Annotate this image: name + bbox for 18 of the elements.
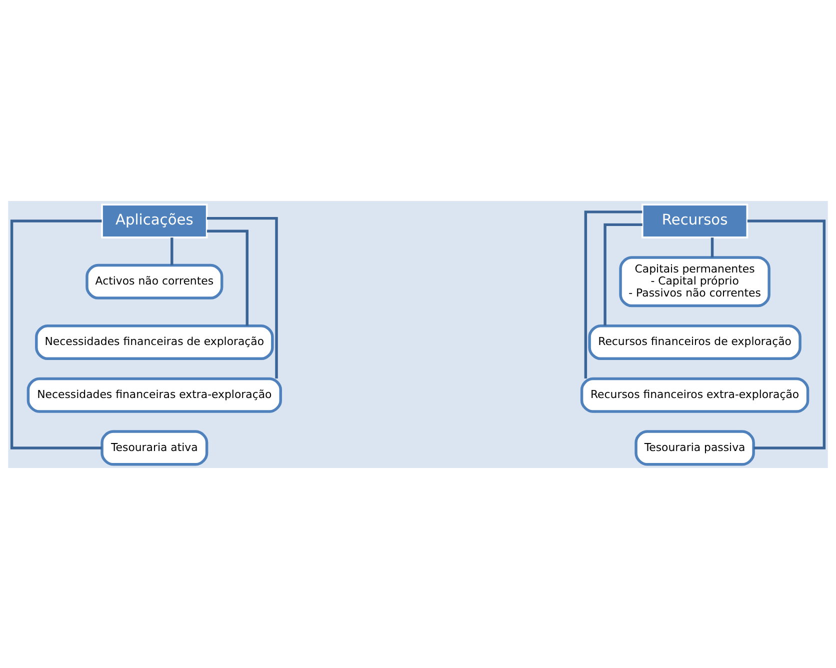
connector [604, 222, 642, 326]
connector [747, 219, 826, 449]
node-box: Aplicações [101, 203, 208, 238]
node-box: Recursos financeiros de exploração [588, 324, 802, 360]
node-box: Recursos financeiros extra-exploração [580, 376, 810, 412]
node-box: Necessidades financeiras de exploração [35, 324, 274, 360]
node-box: Capitais permanentes - Capital próprio - Passivos não correntes [619, 256, 770, 307]
connector [710, 237, 714, 257]
node-box: Tesouraria ativa [100, 430, 208, 466]
connector [10, 219, 102, 449]
connector [170, 237, 174, 265]
connector [584, 210, 642, 378]
node-box: Recursos [641, 203, 748, 238]
node-box: Necessidades financeiras extra-exploração [26, 376, 282, 412]
connector [207, 229, 248, 326]
connector [206, 216, 278, 378]
node-box: Tesouraria passiva [634, 430, 755, 466]
node-box: Activos não correntes [86, 263, 224, 299]
